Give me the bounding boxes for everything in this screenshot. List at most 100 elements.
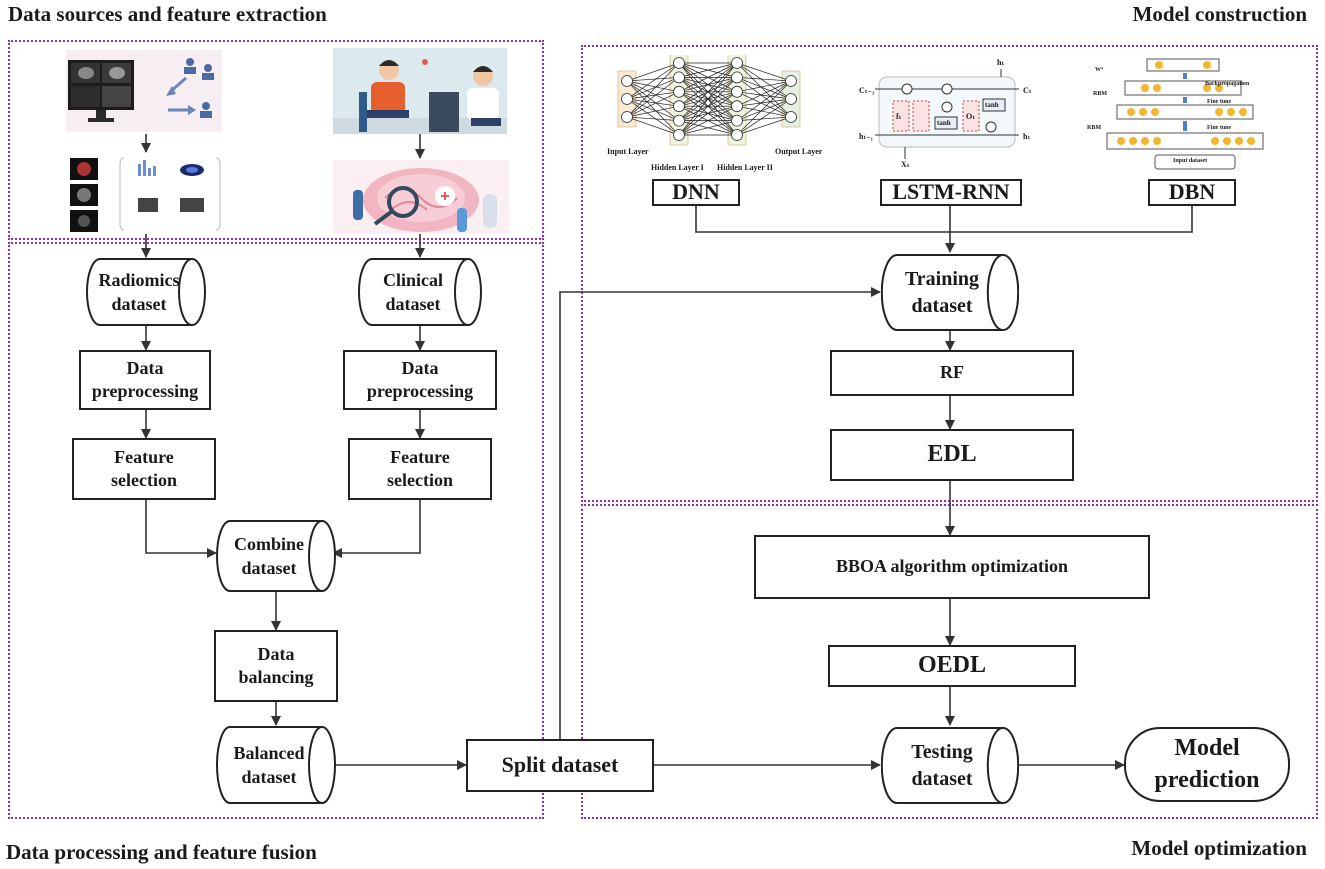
dnn-connection (678, 62, 738, 93)
dnn-neuron (731, 100, 743, 113)
dnn-network-figure: Input Layer Hidden Layer I Hidden Layer … (605, 55, 825, 175)
dnn-connection (678, 62, 738, 136)
dnn-connection (626, 80, 680, 93)
dnn-neuron (731, 114, 743, 127)
bboa-optimization-box: BBOA algorithm optimization (754, 535, 1150, 599)
dbn-rbm-2-label: RBM (1087, 125, 1101, 131)
data-preprocessing-right-line-1: Data (401, 357, 439, 378)
dnn-connection (736, 98, 792, 136)
lstm-tanh-1-label: tanh (937, 119, 951, 127)
dnn-connection (626, 77, 680, 100)
dnn-box: DNN (652, 179, 740, 206)
lstm-h-t-right-label: hₜ (1023, 132, 1031, 141)
combine-dataset-line-2: dataset (241, 558, 297, 578)
dnn-neuron (673, 114, 685, 127)
dnn-connection (626, 62, 680, 118)
training-dataset-line-2: dataset (911, 294, 973, 317)
dnn-connection (626, 62, 680, 82)
model-prediction-box: Model prediction (1124, 727, 1290, 802)
dnn-connection (678, 62, 738, 121)
balanced-dataset-cylinder: Balanced dataset (216, 726, 336, 804)
dbn-backpropagation-label: Backpropagation (1205, 81, 1250, 87)
dnn-connection (626, 62, 680, 100)
dnn-connection (626, 105, 680, 118)
edl-box: EDL (830, 429, 1074, 481)
dnn-connection (736, 91, 792, 100)
dnn-neuron (731, 129, 743, 141)
dnn-connection (678, 62, 738, 107)
dnn-connection (736, 62, 792, 118)
lstm-cell-figure: Cₜ₋₁ Cₜ hₜ₋₁ hₜ hₜ Xₜ fₜ Oₜ tanh tanh (855, 55, 1040, 175)
dnn-connection (736, 80, 792, 93)
dnn-neuron (785, 93, 797, 105)
dnn-output-layer-label: Output Layer (775, 147, 823, 156)
dnn-neuron (621, 75, 633, 87)
dnn-connection (736, 80, 792, 107)
dnn-connection (678, 77, 738, 136)
title-model-construction: Model construction (1132, 2, 1307, 26)
dbn-box: DBN (1148, 179, 1236, 206)
dnn-connection (678, 91, 738, 136)
dnn-neuron (621, 111, 633, 123)
dnn-connection (626, 116, 680, 136)
dnn-hidden-layer-1-label: Hidden Layer I (651, 163, 704, 172)
testing-dataset-line-1: Testing (911, 740, 973, 763)
testing-dataset-line-2: dataset (911, 767, 973, 790)
dnn-connection (736, 77, 792, 82)
model-prediction-line-2: prediction (1154, 766, 1260, 793)
dnn-connection (678, 120, 738, 136)
dnn-connection (626, 98, 680, 136)
oedl-box: OEDL (828, 645, 1076, 687)
balanced-dataset-line-2: dataset (241, 767, 297, 787)
feature-selection-right-line-2: selection (387, 470, 453, 490)
feature-selection-left-line-2: selection (111, 470, 177, 490)
clinical-dataset-line-2: dataset (385, 294, 441, 314)
dbn-fine-tune-2-label: Fine tune (1207, 125, 1232, 131)
clinical-dataset-cylinder: Clinical dataset (358, 258, 482, 326)
dnn-connection (626, 116, 680, 121)
split-dataset-box: Split dataset (466, 739, 654, 792)
lstm-h-t-top-label: hₜ (997, 58, 1005, 67)
title-model-optimization: Model optimization (1131, 836, 1307, 860)
dnn-connection (736, 62, 792, 100)
lstm-tanh-2-label: tanh (985, 101, 999, 109)
dnn-neuron (673, 71, 685, 84)
dnn-connection (736, 80, 792, 121)
lstm-h-prev-label: hₜ₋₁ (859, 132, 874, 141)
zone-data-processing (8, 242, 544, 819)
lstm-c-t-label: Cₜ (1023, 86, 1032, 95)
dnn-neuron (785, 111, 797, 123)
dnn-connection (626, 77, 680, 118)
dnn-connection (626, 80, 680, 107)
dnn-connection (678, 62, 738, 78)
dnn-connection (736, 116, 792, 136)
training-dataset-cylinder: Training dataset (881, 254, 1019, 331)
clinical-dataset-line-1: Clinical (382, 269, 443, 290)
dnn-neuron (673, 100, 685, 113)
dnn-connection (736, 105, 792, 118)
data-balancing-line-1: Data (257, 643, 295, 664)
dnn-connection (678, 105, 738, 136)
radiology-workstation-illustration (66, 50, 222, 132)
dnn-connection (626, 98, 680, 121)
model-prediction-line-1: Model (1174, 735, 1240, 762)
dnn-connection (736, 116, 792, 121)
zone-data-sources (8, 40, 544, 240)
dnn-neuron (731, 57, 743, 69)
dnn-neuron (731, 85, 743, 98)
dnn-neuron (785, 75, 797, 87)
training-dataset-line-1: Training (904, 267, 980, 290)
balanced-dataset-line-1: Balanced (233, 742, 305, 763)
dnn-input-layer-label: Input Layer (607, 147, 649, 156)
dnn-connection (736, 62, 792, 82)
dnn-connection (736, 91, 792, 118)
